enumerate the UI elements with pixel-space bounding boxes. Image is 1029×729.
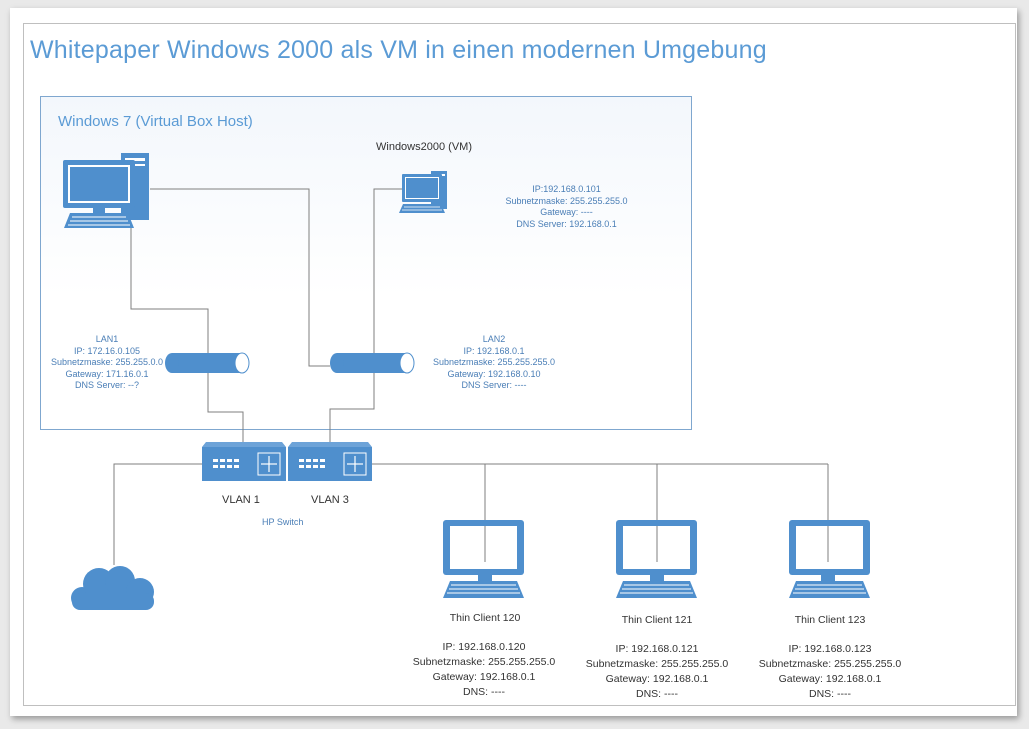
- client-120-ip: IP: 192.168.0.120: [442, 641, 526, 653]
- host-computer-icon: [63, 153, 149, 228]
- vm-computer-icon: [399, 171, 447, 213]
- client-123-ip: IP: 192.168.0.123: [788, 643, 872, 655]
- page-frame: [23, 23, 1016, 706]
- client-120-gateway: Gateway: 192.168.0.1: [432, 671, 536, 683]
- lan2-adapter-icon: [330, 352, 415, 374]
- lan1-ip: IP: 172.16.0.105: [73, 345, 141, 356]
- vlan1-label: VLAN 1: [222, 494, 260, 506]
- switch-name: HP Switch: [262, 517, 304, 527]
- client-121-name: Thin Client 121: [621, 614, 693, 626]
- lan2-subnet: Subnetzmaske: 255.255.255.0: [432, 357, 556, 367]
- lan1-adapter-icon: [165, 352, 250, 374]
- line-vm-vlan3: [329, 188, 405, 447]
- switch-vlan3-icon: [288, 442, 372, 481]
- client-120-config: IP: 192.168.0.120 Subnetzmaske: 255.255.…: [404, 640, 564, 700]
- vm-label: Windows2000 (VM): [376, 141, 472, 153]
- lan1-gateway: Gateway: 171.16.0.1: [65, 368, 149, 379]
- lan2-ip: IP: 192.168.0.1: [463, 345, 525, 356]
- host-container: [40, 96, 692, 430]
- client-121-dns: DNS: ----: [636, 688, 678, 700]
- client-120-name: Thin Client 120: [449, 612, 521, 624]
- lan1-dns: DNS Server: --?: [74, 380, 139, 390]
- lan2-name: LAN2: [482, 334, 506, 344]
- client-screen-lines: [484, 526, 829, 562]
- client-123-config: IP: 192.168.0.123 Subnetzmaske: 255.255.…: [750, 642, 910, 702]
- vm-config: IP:192.168.0.101 Subnetzmaske: 255.255.2…: [500, 184, 633, 230]
- vlan3-label: VLAN 3: [311, 494, 349, 506]
- thin-client-120-icon: [443, 520, 524, 598]
- vm-ip: IP:192.168.0.101: [532, 184, 601, 194]
- switch-vlan1-icon: [202, 442, 286, 481]
- lan1-name: LAN1: [95, 334, 119, 344]
- lan1-subnet: Subnetzmaske: 255.255.0.0: [50, 357, 164, 367]
- lan2-gateway: Gateway: 192.168.0.10: [447, 368, 541, 379]
- client-121-ip: IP: 192.168.0.121: [615, 643, 699, 655]
- client-121-gateway: Gateway: 192.168.0.1: [605, 673, 709, 685]
- thin-client-123-icon: [789, 520, 870, 598]
- client-120-dns: DNS: ----: [463, 686, 505, 698]
- page-title: Whitepaper Windows 2000 als VM in einen …: [30, 36, 767, 64]
- client-120-subnet: Subnetzmaske: 255.255.255.0: [412, 656, 556, 668]
- client-123-name: Thin Client 123: [794, 614, 866, 626]
- cloud-icon: [71, 566, 154, 610]
- client-121-subnet: Subnetzmaske: 255.255.255.0: [585, 658, 729, 670]
- vm-gateway: Gateway: ----: [540, 207, 593, 217]
- client-123-gateway: Gateway: 192.168.0.1: [778, 673, 882, 685]
- line-host-lan2: [150, 188, 330, 367]
- lan1-config: LAN1 IP: 172.16.0.105 Subnetzmaske: 255.…: [44, 334, 170, 392]
- vm-dns: DNS Server: 192.168.0.1: [516, 218, 617, 229]
- host-label: Windows 7 (Virtual Box Host): [58, 113, 253, 130]
- client-121-config: IP: 192.168.0.121 Subnetzmaske: 255.255.…: [577, 642, 737, 702]
- line-cloud: [113, 463, 202, 565]
- lan2-dns: DNS Server: ----: [461, 380, 527, 390]
- lan2-config: LAN2 IP: 192.168.0.1 Subnetzmaske: 255.2…: [428, 334, 560, 392]
- vm-subnet: Subnetzmaske: 255.255.255.0: [505, 195, 628, 206]
- client-123-subnet: Subnetzmaske: 255.255.255.0: [758, 658, 902, 670]
- client-123-dns: DNS: ----: [809, 688, 851, 700]
